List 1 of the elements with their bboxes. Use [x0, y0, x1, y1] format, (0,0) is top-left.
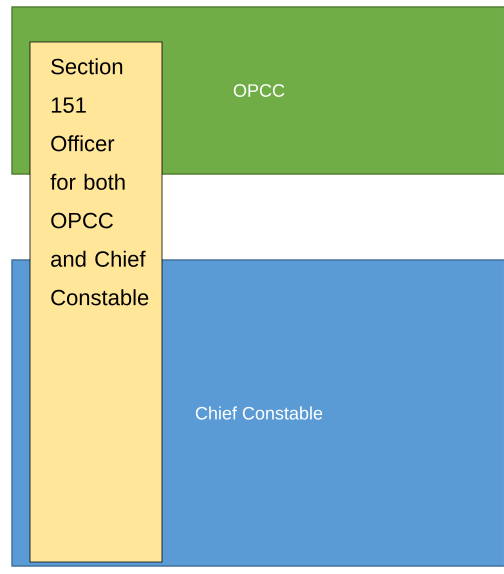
role-box: Section 151 Officer for both OPCC and Chief Constable [30, 42, 162, 562]
